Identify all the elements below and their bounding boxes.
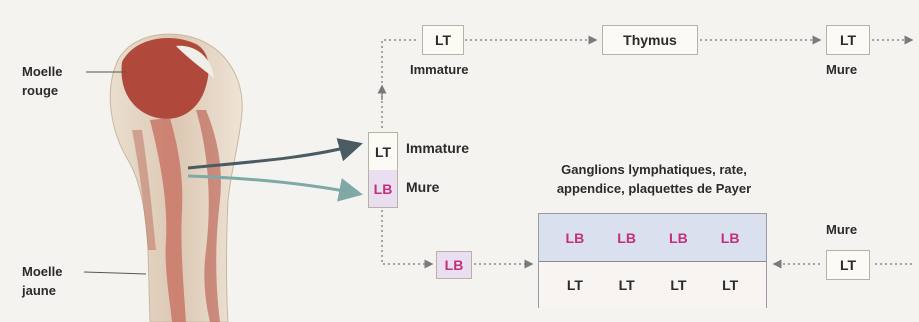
lt-cell: LT [566,277,583,293]
lb-cell: LB [565,229,585,246]
ganglions-grid: LB LB LB LB LT LT LT LT [538,213,767,308]
lt-immature-top-box: LT [422,25,464,55]
lt-row: LT LT LT LT [539,261,766,308]
ganglions-title: Ganglions lymphatiques, rate, appendice,… [556,162,752,196]
lt-cell: LT [670,277,687,293]
lt-mature-top-caption: Mure [826,62,858,77]
lb-cell: LB [720,229,740,246]
lb-cell: LB [669,229,688,246]
lb-mature-caption: Mure [406,179,440,195]
lb-cell: LB [617,229,636,246]
lb-row: LB LB LB LB [539,214,766,261]
lt-immature-caption: Immature [406,140,470,156]
lt-cell: LT [722,277,739,293]
lt-mature-bottom-box: LT [826,250,870,280]
lt-cell: LT [618,277,635,293]
lb-cell: LB [369,170,397,207]
lt-mature-bottom-caption: Mure [826,222,858,237]
thymus-box: Thymus [602,25,698,55]
lt-cell: LT [374,143,392,160]
lb-bottom-box: LB [436,251,472,279]
lt-mature-top-box: LT [826,25,870,55]
marrow-output-box: LT LB [368,132,398,208]
lt-immature-top-caption: Immature [410,62,469,77]
